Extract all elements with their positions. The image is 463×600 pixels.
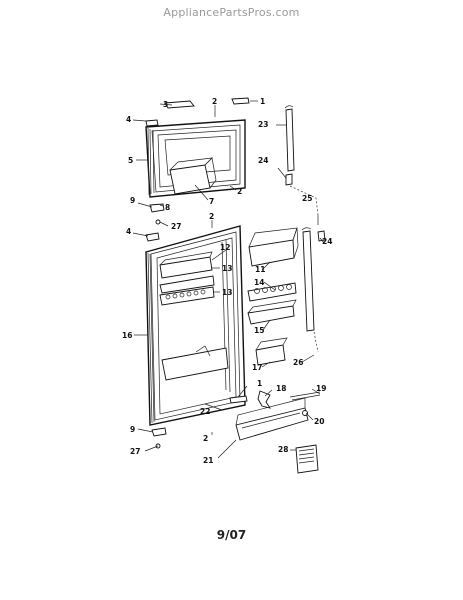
fresh-food-handle	[301, 227, 326, 353]
callout-11: 11	[255, 265, 265, 274]
freezer-door-bin	[169, 157, 217, 195]
dairy-bin-17	[255, 337, 288, 366]
bin-rail-19	[289, 391, 321, 401]
door-shelves	[159, 251, 229, 381]
callout-15: 15	[254, 326, 264, 335]
callout-17: 17	[252, 363, 262, 372]
callout-23: 23	[258, 120, 268, 129]
callout-1: 1	[257, 379, 262, 388]
callout-2: 2	[212, 97, 217, 106]
watermark: AppliancePartsPros.com	[163, 6, 300, 19]
callout-9: 9	[130, 196, 135, 205]
callout-16: 16	[122, 331, 132, 340]
shelf-bin-11	[248, 227, 299, 267]
manual-28	[295, 444, 319, 474]
freezer-bottom-hinge	[149, 203, 165, 225]
freezer-top-hinge	[145, 97, 250, 127]
callout-4: 4	[126, 115, 131, 124]
freezer-door	[145, 119, 246, 198]
door-bin-21	[235, 397, 309, 441]
callout-14: 14	[254, 278, 264, 287]
callout-24: 24	[322, 237, 332, 246]
cap-20	[302, 410, 308, 416]
callout-5: 5	[128, 156, 133, 165]
callout-9: 9	[130, 425, 135, 434]
callout-8: 8	[165, 203, 170, 212]
callout-2: 2	[209, 212, 214, 221]
callout-labels: 1 2 3 4 5 2 7 8 9 27 2 4 12 13 13 16 23 …	[122, 97, 332, 465]
shelf-bin-15	[247, 299, 297, 325]
fresh-food-door	[145, 225, 246, 426]
callout-27: 27	[130, 447, 140, 456]
callout-19: 19	[316, 384, 326, 393]
callout-4: 4	[126, 227, 131, 236]
callout-21: 21	[203, 456, 213, 465]
callout-26: 26	[293, 358, 303, 367]
freezer-handle	[284, 105, 295, 172]
egg-tray-14	[247, 282, 297, 302]
callout-28: 28	[278, 445, 288, 454]
callout-13: 13	[222, 264, 232, 273]
callout-7: 7	[209, 197, 214, 206]
fresh-food-top-hinge	[145, 232, 248, 404]
fresh-food-bottom-hinge	[151, 427, 167, 449]
callout-27: 27	[171, 222, 181, 231]
callout-25: 25	[302, 194, 312, 203]
callout-24: 24	[258, 156, 268, 165]
handle-screw	[285, 173, 319, 225]
callout-18: 18	[276, 384, 286, 393]
callout-12: 12	[220, 243, 230, 252]
leader-lines	[132, 100, 326, 459]
clip-18	[257, 390, 272, 409]
footer-date: 9/07	[216, 528, 247, 542]
callout-13: 13	[222, 288, 232, 297]
callout-20: 20	[314, 417, 324, 426]
callout-2: 2	[237, 187, 242, 196]
callout-1: 1	[260, 97, 265, 106]
callout-3: 3	[163, 100, 168, 109]
callout-22: 22	[200, 407, 210, 416]
callout-2: 2	[203, 434, 208, 443]
